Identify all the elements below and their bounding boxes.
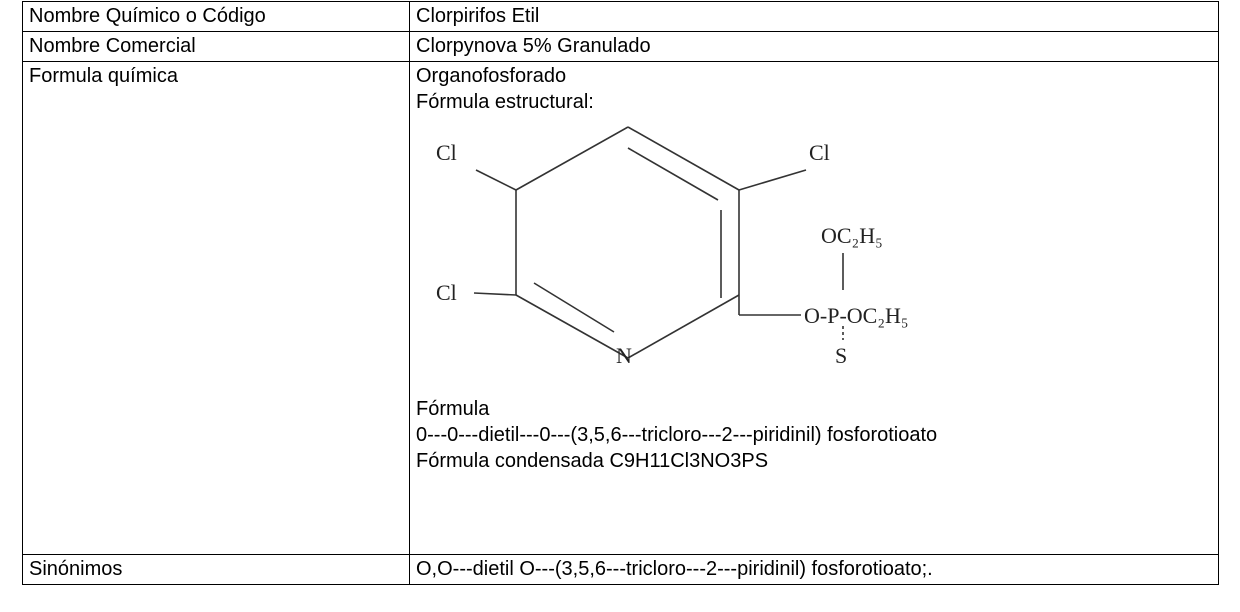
row-value-cell: Clorpynova 5% Granulado [409, 31, 1219, 62]
pyridine-ring [515, 126, 740, 359]
table-row: Nombre Químico o Código Clorpirifos Etil [22, 1, 1219, 32]
cl-left-label: Cl [436, 280, 457, 305]
cl-top-left-label: Cl [436, 140, 457, 165]
table-row: Sinónimos O,O---dietil O---(3,5,6---tric… [22, 554, 1219, 585]
chemical-data-table: Nombre Químico o Código Clorpirifos Etil… [22, 1, 1219, 585]
formula-heading: Fórmula [416, 398, 490, 420]
formula-cell: Organofosforado Fórmula estructural: [409, 61, 1219, 555]
row-label-cell: Nombre Químico o Código [22, 1, 410, 32]
row-label-cell: Nombre Comercial [22, 31, 410, 62]
condensed-formula: Fórmula condensada C9H11Cl3NO3PS [416, 450, 769, 472]
cl-top-right-label: Cl [809, 140, 830, 165]
s-label: S [835, 343, 847, 368]
row-value-cell: O,O---dietil O---(3,5,6---tricloro---2--… [409, 554, 1219, 585]
o-p-oc2h5-label: O-P-OC₂H₅ [804, 303, 909, 328]
oc2h5-top-label: OC₂H₅ [821, 223, 883, 248]
iupac-name: 0---0---dietil---0---(3,5,6---tricloro--… [416, 424, 938, 446]
n-label: N [616, 343, 632, 368]
row-label-cell: Formula química [22, 61, 410, 555]
row-label-cell: Sinónimos [22, 554, 410, 585]
table-row: Nombre Comercial Clorpynova 5% Granulado [22, 31, 1219, 62]
table-row: Formula química Organofosforado Fórmula … [22, 61, 1219, 555]
chemical-class: Organofosforado [416, 65, 567, 87]
structural-formula-heading: Fórmula estructural: [416, 91, 594, 113]
structural-formula-diagram: Cl Cl Cl N OC₂H₅ O-P-OC₂H₅ S [436, 126, 909, 368]
row-value-cell: Clorpirifos Etil [409, 1, 1219, 32]
